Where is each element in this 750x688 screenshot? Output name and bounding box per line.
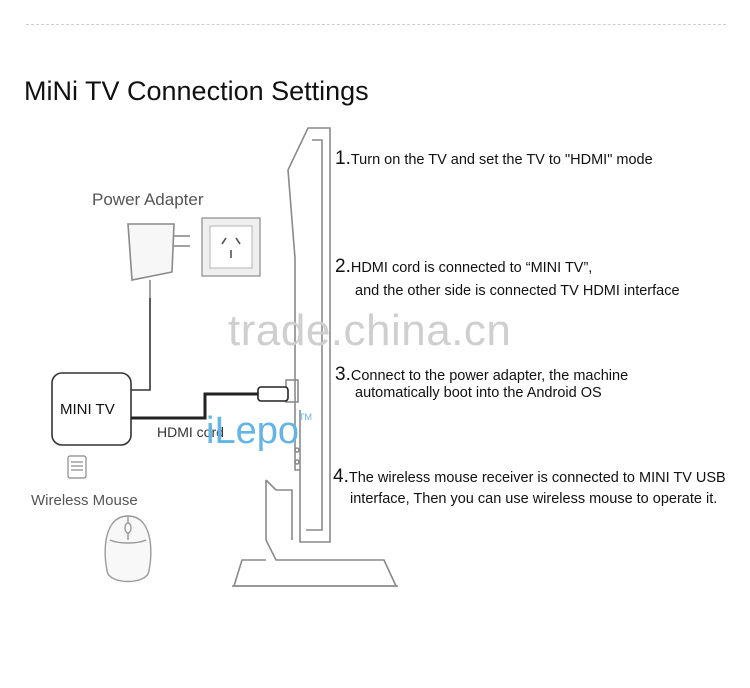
top-divider: [26, 24, 726, 25]
power-cable: [131, 298, 151, 391]
step-number: 3.: [335, 364, 351, 385]
usb-receiver-icon: [67, 455, 87, 479]
step-2: 2.HDMI cord is connected to “MINI TV”,: [335, 256, 593, 277]
mini-tv-label: MINI TV: [60, 401, 115, 418]
step-4-line-2: interface, Then you can use wireless mou…: [350, 491, 718, 507]
step-text: Turn on the TV and set the TV to "HDMI" …: [350, 152, 653, 168]
brand-tm: TM: [298, 412, 312, 422]
step-text: HDMI cord is connected to “MINI TV”,: [350, 260, 593, 276]
step-number: 2.: [335, 256, 351, 277]
brand-name: iLepo: [206, 410, 299, 452]
tv-illustration: [265, 127, 331, 543]
wireless-mouse-icon: [104, 515, 152, 583]
hdmi-cable: [131, 392, 258, 420]
wall-outlet-icon: [201, 217, 261, 277]
step-1: 1.Turn on the TV and set the TV to "HDMI…: [335, 148, 653, 169]
step-2-line-2: and the other side is connected TV HDMI …: [355, 283, 680, 299]
step-number: 1.: [335, 148, 351, 169]
tv-stand: [232, 539, 398, 587]
step-text: Connect to the power adapter, the machin…: [350, 368, 629, 384]
step-3-line-2: automatically boot into the Android OS: [355, 385, 602, 401]
step-3: 3.Connect to the power adapter, the mach…: [335, 364, 629, 385]
page-title: MiNi TV Connection Settings: [24, 76, 369, 106]
hdmi-cord-label: HDMI cord: [157, 424, 224, 440]
watermark: trade.china.cn: [228, 306, 512, 355]
power-adapter-icon: [127, 223, 190, 298]
wireless-mouse-label: Wireless Mouse: [31, 492, 138, 509]
step-text: The wireless mouse receiver is connected…: [348, 470, 726, 486]
step-number: 4.: [333, 466, 349, 487]
hdmi-plug: [257, 386, 289, 402]
step-4: 4.The wireless mouse receiver is connect…: [333, 466, 726, 487]
power-adapter-label: Power Adapter: [92, 190, 204, 209]
mini-tv-box: [51, 372, 132, 446]
brand-logo: iLepoTM: [206, 410, 312, 453]
